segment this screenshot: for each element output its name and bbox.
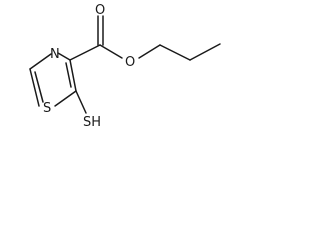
bond-n-c2 [29, 53, 52, 70]
bond-c5-c4-inner [65, 62, 72, 88]
bond-ch2-ch3 [189, 43, 221, 61]
ester-oxygen-label: O [125, 55, 135, 70]
bond-c4-n [57, 52, 71, 61]
bond-o-ch2 [138, 44, 161, 59]
bond-c5-sh [75, 90, 87, 114]
bond-c5-c4-double [69, 59, 77, 92]
ring-nitrogen-label: N [50, 47, 60, 62]
ring-sulfur-label: S [43, 101, 51, 116]
bond-s-c5 [54, 90, 77, 107]
ester-group [69, 15, 123, 61]
bond-c4-carbonyl [69, 44, 101, 61]
structure-diagram: O O N S SH [29, 3, 221, 130]
thiazole-ring [29, 52, 77, 107]
thiol-label: SH [83, 115, 101, 130]
propyl-chain [138, 43, 221, 61]
bond-c2-s-double [29, 68, 40, 107]
bond-c2-s-double-inner [34, 71, 44, 103]
bond-ch2-ch2 [159, 44, 191, 61]
bond-carbonyl-ester-o [99, 44, 123, 59]
carbonyl-oxygen-label: O [95, 3, 105, 18]
